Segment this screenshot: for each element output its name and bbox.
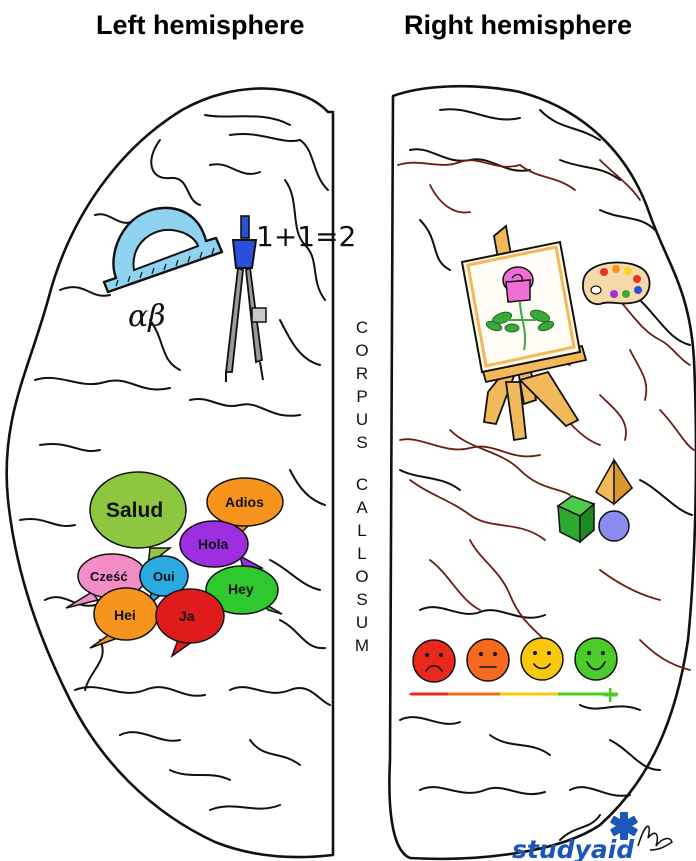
left-hemisphere-outline [7, 88, 333, 857]
speech-bubble-salud: Salud [90, 472, 186, 565]
equation-text: 1+1=2 [256, 220, 356, 253]
letter: L [351, 519, 373, 542]
minus-sign: − [407, 684, 422, 705]
speech-bubble-hola: Hola [180, 521, 262, 572]
happy-face-icon [521, 638, 563, 680]
callosum-label: C A L L O S U M [351, 473, 373, 657]
bubble-label: Hola [198, 536, 229, 552]
letter: U [351, 408, 373, 431]
letter: P [351, 385, 373, 408]
letter: O [351, 565, 373, 588]
bubble-label: Cześć [90, 569, 128, 584]
speech-bubble-ja: Ja [156, 589, 224, 656]
letter: S [351, 588, 373, 611]
bubble-label: Hei [114, 607, 136, 623]
right-vein-lines [398, 160, 694, 670]
letter: L [351, 542, 373, 565]
easel-painting-icon [462, 226, 586, 440]
bubble-label: Adios [225, 494, 264, 510]
letter: C [351, 473, 373, 496]
studyaid-logo: studyaid [512, 812, 672, 861]
protractor-icon [104, 208, 222, 292]
corpus-label: C O R P U S [351, 316, 373, 454]
bubble-label: Oui [153, 569, 175, 584]
right-hemisphere-outline [389, 86, 696, 859]
very-happy-face-icon [575, 638, 617, 680]
logo-text: studyaid [512, 835, 635, 861]
greek-letters: αβ [128, 299, 166, 334]
speech-bubbles-group: Salud Adios Hola Cześć Oui [66, 472, 283, 656]
letter: O [351, 339, 373, 362]
bubble-label: Ja [179, 608, 195, 624]
neutral-face-icon [467, 639, 509, 681]
bubble-label: Salud [106, 499, 163, 522]
geometric-shapes-icon [558, 460, 632, 542]
plus-sign: + [601, 683, 619, 708]
letter: R [351, 362, 373, 385]
letter: S [351, 431, 373, 454]
letter: C [351, 316, 373, 339]
paint-palette-icon [583, 262, 650, 304]
letter: M [351, 634, 373, 657]
signature [638, 826, 672, 850]
emotion-scale: − + [407, 638, 619, 708]
letter: U [351, 611, 373, 634]
letter: A [351, 496, 373, 519]
sad-face-icon [413, 640, 455, 682]
right-gyri-lines [400, 109, 692, 840]
bubble-label: Hey [228, 581, 254, 597]
